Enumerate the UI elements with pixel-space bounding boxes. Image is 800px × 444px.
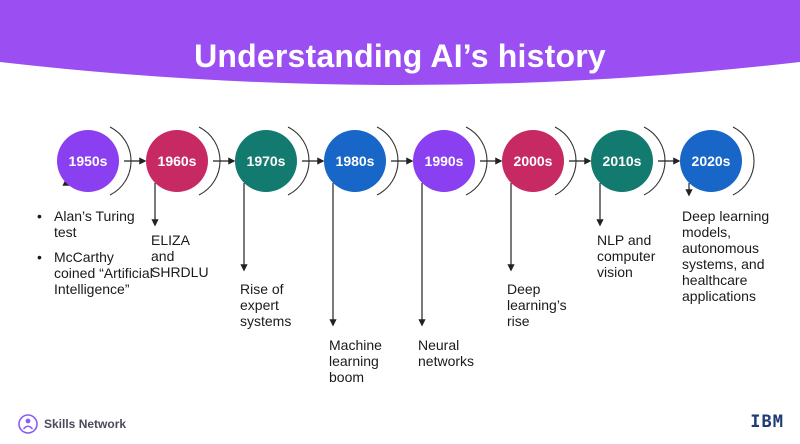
bullet-item: McCarthy coined “Artificial Intelligence…: [34, 249, 154, 297]
decade-label-2020s: 2020s: [692, 153, 731, 169]
decade-label-2010s: 2010s: [603, 153, 642, 169]
decade-label-1980s: 1980s: [336, 153, 375, 169]
decade-circle-1950s: [57, 130, 119, 192]
brand-name: Skills Network: [44, 417, 127, 431]
bracket-arc-2020s: [732, 126, 755, 196]
header-banner: [0, 0, 800, 100]
label-2000s: Deep learning’s rise: [507, 281, 567, 329]
skills-network-logo: Skills Network: [18, 414, 126, 434]
decade-circle-1980s: [324, 130, 386, 192]
label-1990s: Neural networks: [418, 337, 475, 369]
decade-label-1990s: 1990s: [425, 153, 464, 169]
decade-circle-2000s: [502, 130, 564, 192]
decade-circle-2010s: [591, 130, 653, 192]
label-1960s: ELIZA and SHRDLU: [151, 232, 209, 280]
decade-circle-1960s: [146, 130, 208, 192]
decade-circle-1970s: [235, 130, 297, 192]
bullet-item: Alan’s Turing test: [34, 208, 154, 240]
label-2020s: Deep learning models, autonomous systems…: [682, 208, 770, 304]
decade-circle-1990s: [413, 130, 475, 192]
decade-label-1960s: 1960s: [158, 153, 197, 169]
decade-label-2000s: 2000s: [514, 153, 553, 169]
decade-label-1950s: 1950s: [69, 153, 108, 169]
label-1970s: Rise of expert systems: [240, 281, 292, 329]
decade-circle-2020s: [680, 130, 742, 192]
label-1980s: Machine learning boom: [329, 337, 382, 385]
ibm-logo: IBM: [750, 412, 784, 432]
page-title: Understanding AI’s history: [194, 38, 606, 74]
label-2010s: NLP and computer vision: [597, 232, 656, 280]
decade-label-1970s: 1970s: [247, 153, 286, 169]
bullet-list-1950s: Alan’s Turing test McCarthy coined “Arti…: [34, 208, 154, 306]
skills-network-icon: [18, 414, 38, 434]
